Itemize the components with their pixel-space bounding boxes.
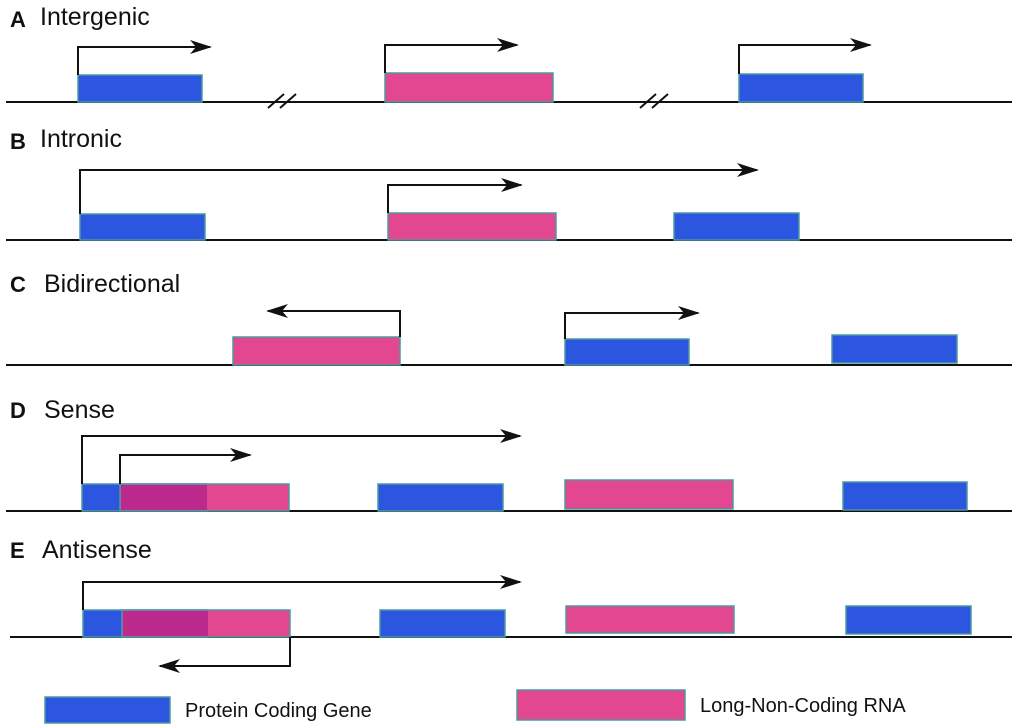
panel-antisense: E Antisense bbox=[10, 536, 1012, 673]
protein-coding-gene bbox=[673, 212, 800, 241]
panel-intronic: B Intronic bbox=[6, 125, 1012, 241]
protein-coding-gene bbox=[831, 334, 958, 364]
panel-title: Antisense bbox=[42, 536, 152, 564]
overlap-region bbox=[123, 611, 208, 636]
lncrna bbox=[564, 479, 734, 510]
panel-title: Sense bbox=[44, 396, 115, 424]
protein-coding-gene bbox=[845, 605, 972, 635]
transcription-arrow-icon bbox=[119, 448, 252, 484]
legend-swatch-protein-coding bbox=[44, 696, 171, 724]
transcription-arrow-icon bbox=[384, 38, 519, 73]
panel-letter: E bbox=[10, 538, 25, 563]
panel-intergenic: A Intergenic bbox=[6, 3, 1012, 109]
panel-letter: B bbox=[10, 129, 26, 154]
panel-bidirectional: C Bidirectional bbox=[6, 270, 1012, 366]
transcription-arrow-icon bbox=[77, 40, 212, 75]
transcription-arrow-icon bbox=[158, 637, 291, 673]
legend-label-protein-coding: Protein Coding Gene bbox=[185, 700, 372, 722]
transcription-arrow-icon bbox=[387, 178, 523, 213]
panel-title: Intronic bbox=[40, 125, 122, 153]
lncrna bbox=[387, 212, 557, 241]
protein-coding-gene bbox=[379, 609, 506, 638]
legend-swatch-lncrna bbox=[516, 689, 686, 721]
break-mark-icon bbox=[267, 93, 297, 109]
lncrna bbox=[565, 605, 735, 634]
protein-coding-gene bbox=[77, 74, 203, 103]
panel-sense: D Sense bbox=[6, 396, 1012, 512]
transcription-arrow-icon bbox=[79, 163, 759, 214]
panel-title: Intergenic bbox=[40, 3, 150, 31]
panel-letter: D bbox=[10, 398, 26, 423]
overlap-region bbox=[121, 485, 207, 510]
transcription-arrow-icon bbox=[82, 575, 522, 610]
break-mark-icon bbox=[639, 93, 669, 109]
panel-title: Bidirectional bbox=[44, 270, 180, 298]
panel-letter: A bbox=[10, 7, 26, 32]
protein-coding-gene bbox=[738, 73, 864, 103]
lncrna bbox=[384, 72, 554, 103]
protein-coding-gene bbox=[564, 338, 690, 366]
protein-coding-gene bbox=[377, 483, 504, 512]
panel-letter: C bbox=[10, 272, 26, 297]
transcription-arrow-icon bbox=[738, 38, 872, 74]
legend-label-lncrna: Long-Non-Coding RNA bbox=[700, 695, 906, 717]
protein-coding-gene bbox=[79, 213, 206, 241]
protein-coding-gene bbox=[842, 481, 968, 511]
transcription-arrow-icon bbox=[564, 306, 700, 339]
transcription-arrow-icon bbox=[81, 429, 522, 484]
legend: Protein Coding Gene Long-Non-Coding RNA bbox=[44, 689, 906, 724]
transcription-arrow-icon bbox=[266, 304, 401, 337]
lncrna bbox=[232, 336, 401, 366]
